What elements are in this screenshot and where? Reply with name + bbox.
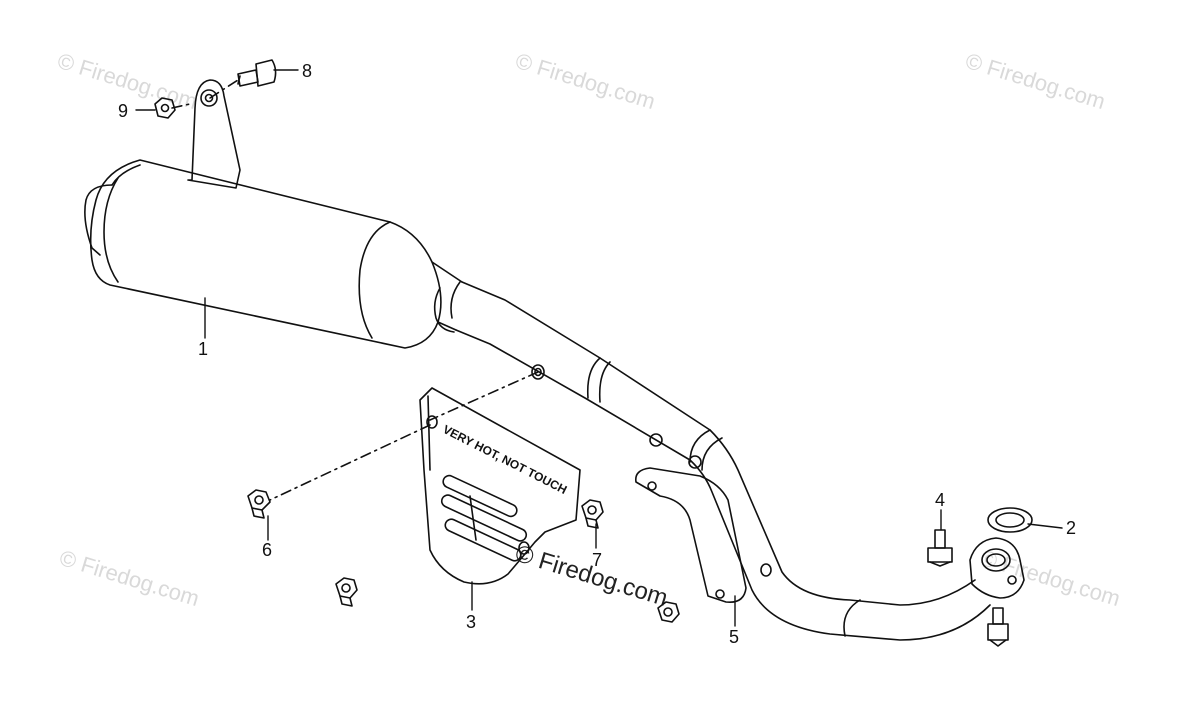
callout-2: 2 (1066, 518, 1076, 538)
muffler-bracket (187, 79, 241, 189)
callout-6: 6 (262, 540, 272, 560)
spare-nut-left (335, 577, 358, 607)
nut-9 (154, 97, 176, 119)
nut-7 (581, 499, 604, 529)
assembly-lines (171, 79, 539, 501)
callout-5: 5 (729, 627, 739, 647)
callout-4: 4 (935, 490, 945, 510)
exhaust-pipe (455, 281, 991, 641)
callout-7: 7 (592, 550, 602, 570)
exhaust-flange (969, 537, 1025, 599)
callout-8: 8 (302, 61, 312, 81)
flange-bolt (987, 607, 1009, 647)
spare-nut-center (657, 601, 680, 623)
callout-9: 9 (118, 101, 128, 121)
muffler (84, 159, 463, 349)
heat-shield (419, 387, 581, 585)
nut-6 (247, 489, 271, 519)
heat-shield-warning-text: VERY HOT, NOT TOUCH (441, 422, 570, 497)
callout-3: 3 (466, 612, 476, 632)
shield-bracket (634, 467, 747, 604)
callout-1: 1 (198, 339, 208, 359)
gasket (987, 507, 1033, 533)
stud-bolt (927, 529, 953, 567)
callout-leaders (135, 69, 1063, 627)
bolt-8 (237, 59, 277, 87)
